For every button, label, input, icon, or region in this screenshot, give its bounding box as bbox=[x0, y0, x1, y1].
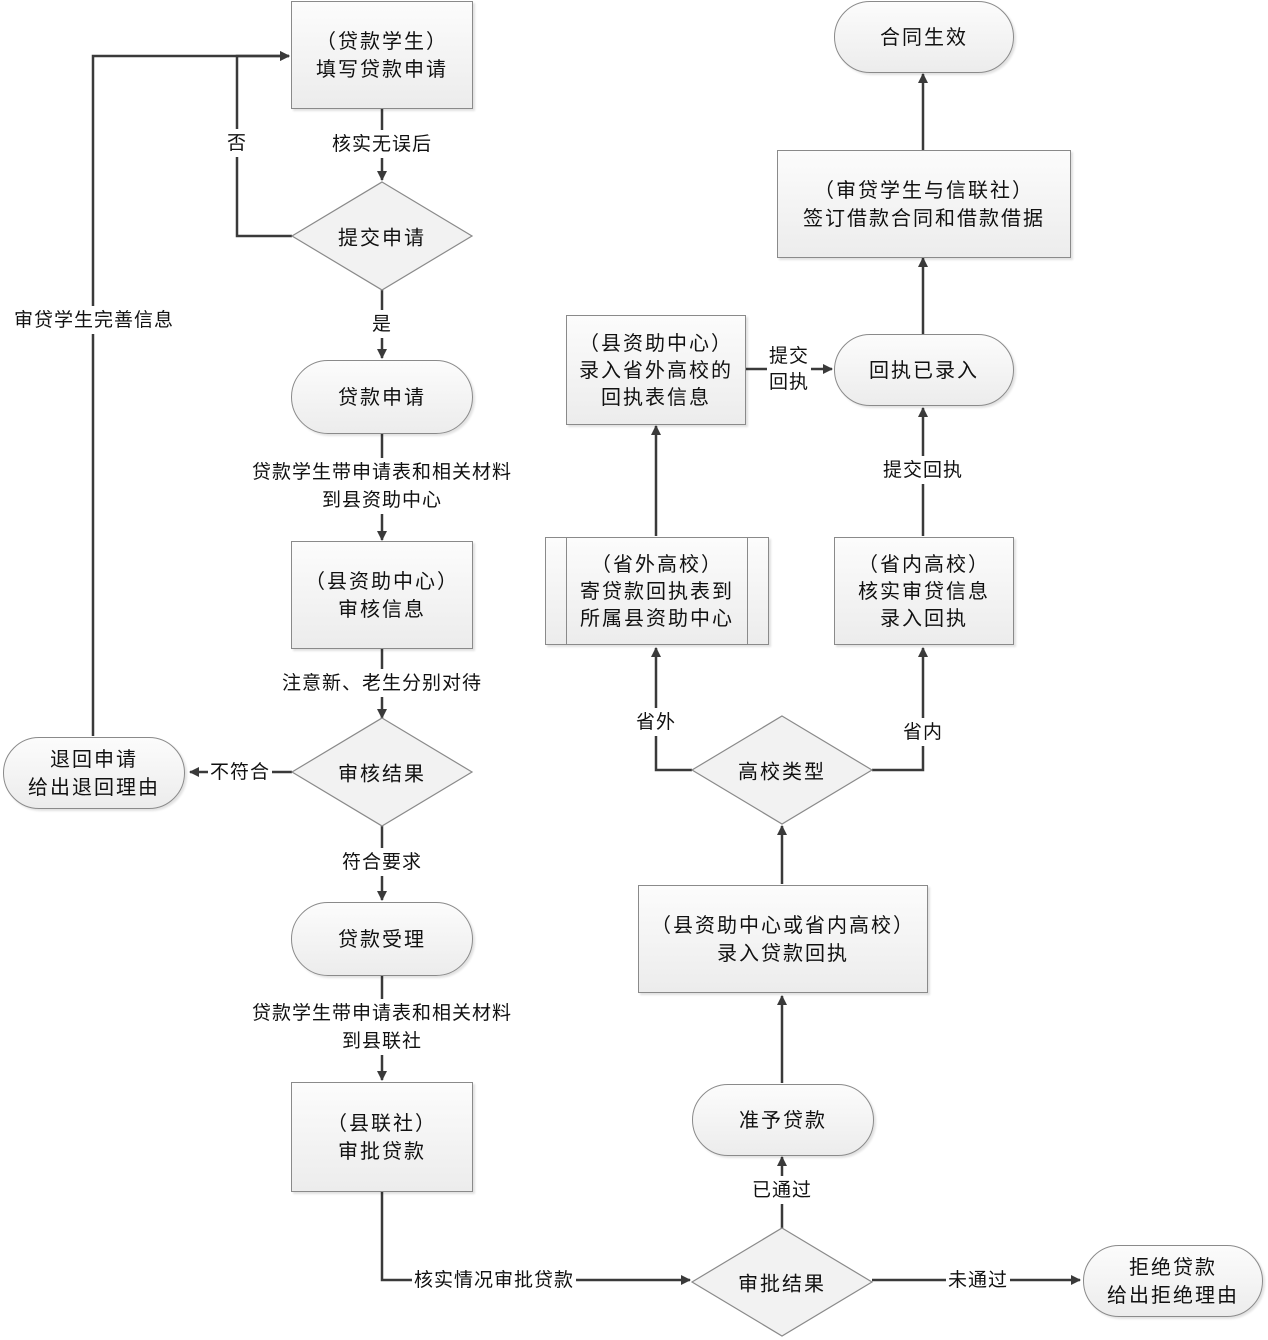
edge-label-passed: 已通过 bbox=[749, 1176, 815, 1204]
bring-to-county-line-1: 贷款学生带申请表和相关材料 bbox=[251, 461, 513, 483]
reject-loan-line-1: 拒绝贷款 bbox=[1129, 1255, 1217, 1279]
edge-label-improve-info: 审贷学生完善信息 bbox=[11, 306, 177, 334]
loan-application-label: 贷款申请 bbox=[338, 385, 426, 409]
bring-to-union-line-1: 贷款学生带申请表和相关材料 bbox=[251, 1002, 513, 1024]
edge-label-outside: 省外 bbox=[633, 708, 679, 736]
submit-decision-label: 提交申请 bbox=[338, 225, 426, 250]
edge-label-yes: 是 bbox=[369, 310, 395, 338]
county-enter-line-3: 回执表信息 bbox=[601, 384, 711, 409]
enter-receipt-line-2: 录入贷款回执 bbox=[717, 941, 849, 965]
apply-form-line-1: （贷款学生） bbox=[316, 29, 448, 53]
receipt-entered-label: 回执已录入 bbox=[869, 358, 979, 382]
county-union-line-2: 审批贷款 bbox=[338, 1139, 426, 1163]
county-review-line-1: （县资助中心） bbox=[305, 569, 459, 593]
edge-label-submit-receipt-1: 提交 回执 bbox=[766, 343, 812, 395]
bring-to-union-line-2: 到县联社 bbox=[341, 1030, 423, 1052]
county-enter-line-1: （县资助中心） bbox=[579, 330, 733, 355]
contract-effective-terminal: 合同生效 bbox=[834, 1, 1014, 73]
outside-school-line-2: 寄贷款回执表到 bbox=[580, 578, 734, 603]
contract-effective-label: 合同生效 bbox=[880, 25, 968, 49]
edge-label-not-passed: 未通过 bbox=[945, 1266, 1011, 1294]
grant-loan-label: 准予贷款 bbox=[739, 1108, 827, 1132]
outside-school-line-1: （省外高校） bbox=[591, 551, 723, 576]
edge-label-verify-approve: 核实情况审批贷款 bbox=[411, 1266, 577, 1294]
inside-school-line-1: （省内高校） bbox=[858, 551, 990, 576]
decision-approve-shape bbox=[690, 1227, 874, 1337]
edge-label-match: 符合要求 bbox=[339, 848, 425, 876]
bring-to-county-line-2: 到县资助中心 bbox=[321, 489, 443, 511]
submit-receipt-1-line-1: 提交 bbox=[768, 345, 810, 367]
sign-contract-box: （审贷学生与信联社） 签订借款合同和借款借据 bbox=[777, 150, 1071, 258]
sign-contract-line-1: （审贷学生与信联社） bbox=[814, 178, 1034, 202]
reject-loan-terminal: 拒绝贷款 给出拒绝理由 bbox=[1083, 1245, 1263, 1317]
inside-school-line-3: 录入回执 bbox=[880, 605, 968, 630]
edge-return-improve bbox=[91, 51, 290, 736]
enter-receipt-box: （县资助中心或省内高校） 录入贷款回执 bbox=[638, 885, 928, 993]
edge-label-bring-to-union: 贷款学生带申请表和相关材料 到县联社 bbox=[249, 999, 515, 1055]
edge-union-to-approve bbox=[380, 1190, 691, 1285]
county-union-box: （县联社） 审批贷款 bbox=[291, 1082, 473, 1192]
edge-type-outside bbox=[651, 647, 692, 772]
approve-result-decision-label: 审批结果 bbox=[738, 1271, 826, 1296]
edge-label-verified: 核实无误后 bbox=[329, 130, 435, 158]
edge-label-note-new-old: 注意新、老生分别对待 bbox=[279, 669, 485, 697]
submit-receipt-1-line-2: 回执 bbox=[768, 371, 810, 393]
loan-accept-label: 贷款受理 bbox=[338, 927, 426, 951]
grant-loan-terminal: 准予贷款 bbox=[692, 1084, 874, 1156]
inside-school-box: （省内高校） 核实审贷信息 录入回执 bbox=[834, 537, 1014, 645]
decision-school-type-shape bbox=[690, 715, 874, 825]
receipt-entered-terminal: 回执已录入 bbox=[834, 334, 1014, 406]
sign-contract-line-2: 签订借款合同和借款借据 bbox=[803, 206, 1045, 230]
apply-form-line-2: 填写贷款申请 bbox=[316, 57, 448, 81]
reject-loan-line-2: 给出拒绝理由 bbox=[1107, 1283, 1239, 1307]
edge-type-inside bbox=[872, 647, 928, 772]
edge-label-not-match: 不符合 bbox=[207, 758, 273, 786]
county-enter-line-2: 录入省外高校的 bbox=[579, 357, 733, 382]
return-application-line-2: 给出退回理由 bbox=[28, 775, 160, 799]
edge-label-inside: 省内 bbox=[900, 718, 946, 746]
edge-label-submit-receipt-2: 提交回执 bbox=[880, 456, 966, 484]
loan-application-terminal: 贷款申请 bbox=[291, 360, 473, 434]
edge-label-bring-to-county: 贷款学生带申请表和相关材料 到县资助中心 bbox=[249, 458, 515, 514]
decision-review-shape bbox=[290, 717, 474, 827]
decision-submit-shape bbox=[290, 181, 474, 291]
outside-school-box: （省外高校） 寄贷款回执表到 所属县资助中心 bbox=[545, 537, 769, 645]
return-application-line-1: 退回申请 bbox=[50, 747, 138, 771]
county-enter-box: （县资助中心） 录入省外高校的 回执表信息 bbox=[566, 315, 746, 425]
county-review-box: （县资助中心） 审核信息 bbox=[291, 541, 473, 649]
school-type-decision-label: 高校类型 bbox=[738, 759, 826, 784]
county-union-line-1: （县联社） bbox=[327, 1111, 437, 1135]
return-application-terminal: 退回申请 给出退回理由 bbox=[3, 737, 185, 809]
enter-receipt-line-1: （县资助中心或省内高校） bbox=[651, 913, 915, 937]
outside-school-line-3: 所属县资助中心 bbox=[580, 605, 734, 630]
apply-form-box: （贷款学生） 填写贷款申请 bbox=[291, 1, 473, 109]
county-review-line-2: 审核信息 bbox=[338, 597, 426, 621]
edge-label-no: 否 bbox=[224, 129, 250, 157]
loan-accept-terminal: 贷款受理 bbox=[291, 902, 473, 976]
inside-school-line-2: 核实审贷信息 bbox=[858, 578, 990, 603]
review-result-decision-label: 审核结果 bbox=[338, 761, 426, 786]
